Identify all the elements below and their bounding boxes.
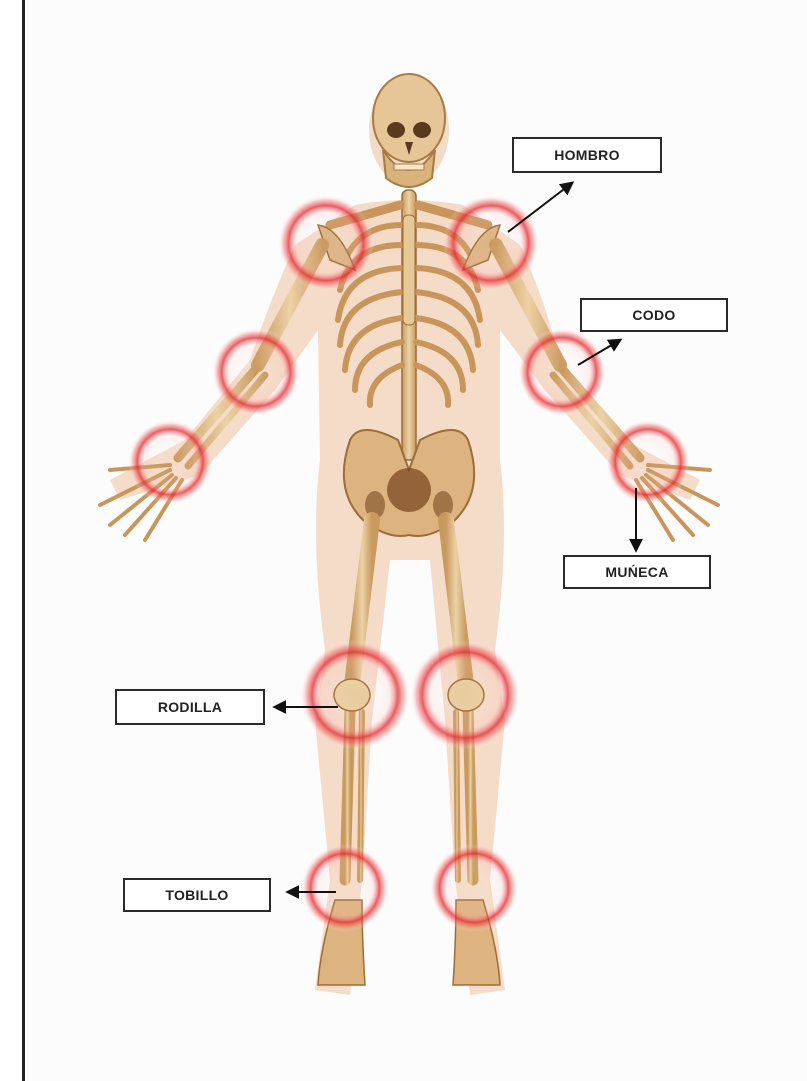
wrist-label: MUŃECA <box>563 555 711 589</box>
joint-highlight-icon <box>300 640 410 750</box>
ankle-label: TOBILLO <box>123 878 271 912</box>
sternum <box>403 215 415 325</box>
joint-highlight-icon <box>212 328 300 416</box>
joint-highlight-icon <box>443 195 539 291</box>
joint-highlight-icon <box>430 844 518 932</box>
knee-label: RODILLA <box>115 689 265 725</box>
joint-highlight-icon <box>410 640 520 750</box>
joint-highlight-icon <box>606 420 690 504</box>
joint-highlight-icon <box>278 195 374 291</box>
elbow-label: CODO <box>580 298 728 332</box>
shoulder-label: HOMBRO <box>512 137 662 173</box>
joint-highlight-icon <box>301 844 389 932</box>
joint-highlight-icon <box>128 420 212 504</box>
joint-highlight-icon <box>518 328 606 416</box>
